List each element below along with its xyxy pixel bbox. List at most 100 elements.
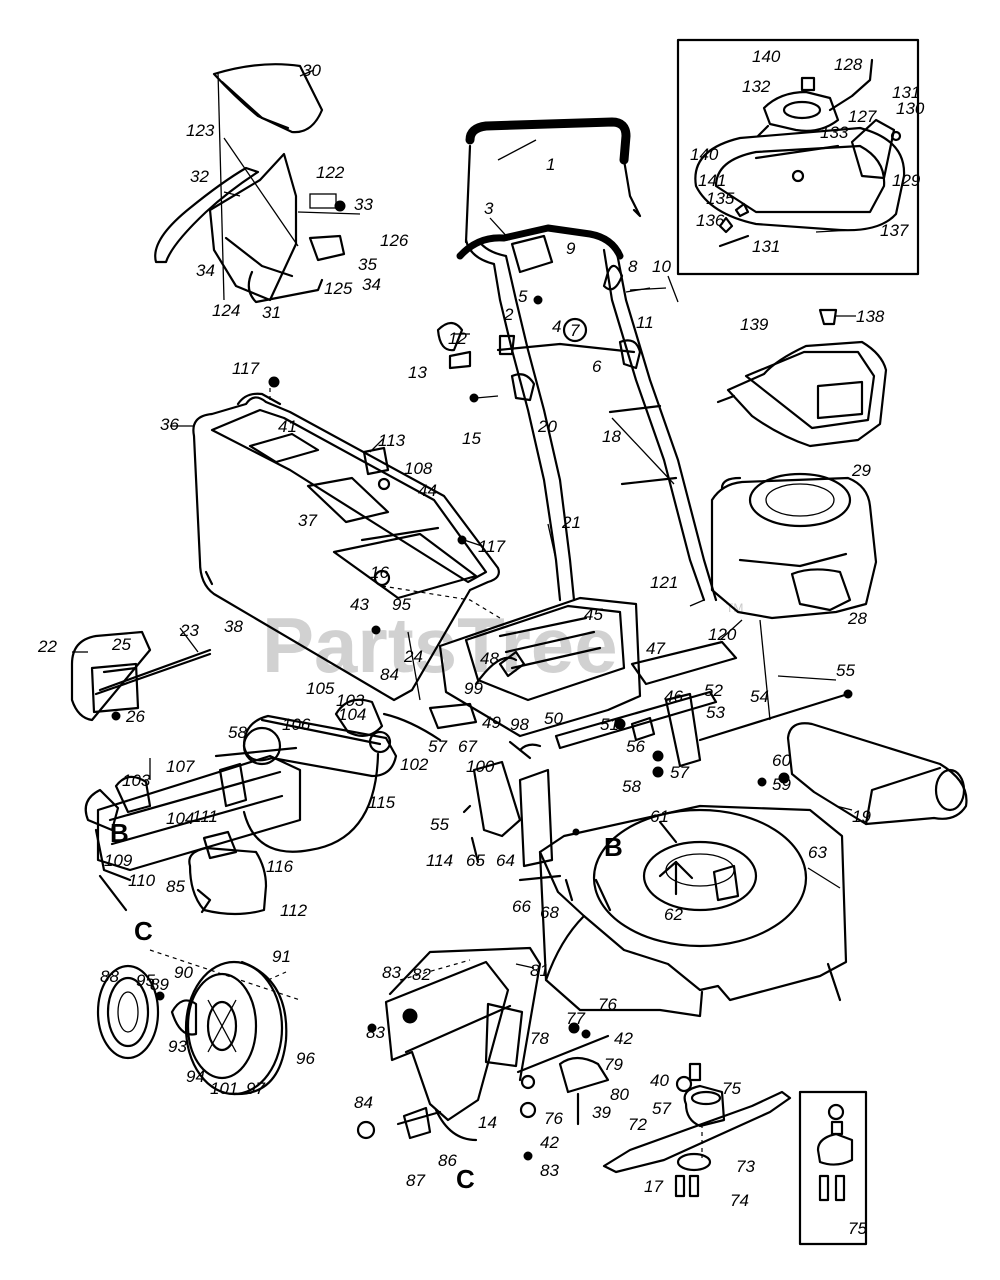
callout-110: 110 bbox=[128, 871, 156, 890]
callout-109: 109 bbox=[104, 851, 133, 870]
callout-43: 43 bbox=[350, 595, 369, 614]
callout-83b: 83 bbox=[366, 1023, 385, 1042]
callout-15: 15 bbox=[462, 429, 481, 448]
callout-46: 46 bbox=[664, 687, 683, 706]
callout-72: 72 bbox=[628, 1115, 647, 1134]
callout-82: 82 bbox=[412, 965, 431, 984]
callout-3: 3 bbox=[484, 199, 494, 218]
callout-116: 116 bbox=[266, 857, 294, 876]
callout-73: 73 bbox=[736, 1157, 755, 1176]
callout-139: 139 bbox=[740, 315, 769, 334]
callout-79: 79 bbox=[604, 1055, 623, 1074]
callout-42b: 42 bbox=[540, 1133, 559, 1152]
callout-140b: 140 bbox=[690, 145, 719, 164]
callout-29: 29 bbox=[851, 461, 871, 480]
callout-137: 137 bbox=[880, 221, 909, 240]
callout-62: 62 bbox=[664, 905, 683, 924]
discharge-chute-cover bbox=[212, 63, 324, 134]
callout-64: 64 bbox=[496, 851, 515, 870]
callout-49: 49 bbox=[482, 713, 501, 732]
callout-6: 6 bbox=[592, 357, 602, 376]
callout-74: 74 bbox=[730, 1191, 749, 1210]
rear-axle-assembly bbox=[242, 689, 853, 864]
callout-81: 81 bbox=[530, 961, 549, 980]
wheel-assembly bbox=[96, 949, 301, 1096]
callout-95: 95 bbox=[392, 595, 411, 614]
engine-brake-inset bbox=[676, 38, 920, 276]
callout-133: 133 bbox=[820, 123, 849, 142]
callout-113: 113 bbox=[378, 431, 406, 450]
callout-12: 12 bbox=[448, 329, 467, 348]
callout-14: 14 bbox=[478, 1113, 497, 1132]
callout-127: 127 bbox=[848, 107, 877, 126]
callout-57: 57 bbox=[428, 737, 447, 756]
callout-136: 136 bbox=[696, 211, 725, 230]
callout-63: 63 bbox=[808, 843, 827, 862]
callout-130: 130 bbox=[896, 99, 925, 118]
callout-19: 19 bbox=[852, 807, 871, 826]
callout-107: 107 bbox=[166, 757, 195, 776]
callout-112: 112 bbox=[280, 901, 308, 920]
callout-7: 7 bbox=[570, 321, 580, 340]
callout-31: 31 bbox=[262, 303, 281, 322]
callout-33: 33 bbox=[354, 195, 373, 214]
callout-39: 39 bbox=[592, 1103, 611, 1122]
callout-24: 24 bbox=[403, 647, 423, 666]
callout-21: 21 bbox=[561, 513, 581, 532]
callout-labels: 30 123 122 32 33 126 35 34 34 124 125 31… bbox=[37, 47, 925, 1238]
callout-45: 45 bbox=[584, 605, 603, 624]
callout-38: 38 bbox=[224, 617, 243, 636]
callout-55b: 55 bbox=[430, 815, 449, 834]
callout-108: 108 bbox=[404, 459, 433, 478]
mower-deck bbox=[518, 768, 848, 1018]
callout-68: 68 bbox=[540, 903, 559, 922]
ref-letter-c-axle: C bbox=[134, 916, 153, 946]
callout-4: 4 bbox=[552, 317, 561, 336]
callout-13: 13 bbox=[408, 363, 427, 382]
callout-135: 135 bbox=[706, 189, 735, 208]
callout-57b: 57 bbox=[670, 763, 689, 782]
callout-11: 11 bbox=[636, 313, 654, 332]
handle-assembly bbox=[436, 117, 718, 602]
blade-assembly bbox=[602, 1062, 792, 1198]
callout-87: 87 bbox=[406, 1171, 425, 1190]
callout-41: 41 bbox=[278, 417, 297, 436]
callout-93: 93 bbox=[168, 1037, 187, 1056]
callout-104: 104 bbox=[338, 705, 366, 724]
callout-106: 106 bbox=[282, 715, 311, 734]
callout-129: 129 bbox=[892, 171, 921, 190]
callout-23: 23 bbox=[179, 621, 199, 640]
callout-30: 30 bbox=[302, 61, 321, 80]
callout-138: 138 bbox=[856, 307, 885, 326]
callout-99: 99 bbox=[464, 679, 483, 698]
callout-103b: 103 bbox=[122, 771, 151, 790]
callout-26: 26 bbox=[125, 707, 145, 726]
rear-hood-assembly bbox=[438, 596, 738, 760]
callout-60: 60 bbox=[772, 751, 791, 770]
callout-17: 17 bbox=[644, 1177, 663, 1196]
callout-1: 1 bbox=[546, 155, 555, 174]
callout-50: 50 bbox=[544, 709, 563, 728]
callout-20: 20 bbox=[537, 417, 557, 436]
callout-95b: 95 bbox=[136, 971, 155, 990]
callout-32: 32 bbox=[190, 167, 209, 186]
callout-131: 131 bbox=[892, 83, 920, 102]
callout-89: 89 bbox=[150, 975, 169, 994]
callout-36: 36 bbox=[160, 415, 179, 434]
engine bbox=[710, 472, 878, 721]
callout-124: 124 bbox=[212, 301, 240, 320]
callout-126: 126 bbox=[380, 231, 409, 250]
callout-111: 111 bbox=[192, 807, 218, 826]
callout-37: 37 bbox=[298, 511, 317, 530]
callout-61: 61 bbox=[650, 807, 669, 826]
callout-84: 84 bbox=[380, 665, 399, 684]
callout-58: 58 bbox=[228, 723, 247, 742]
callout-76b: 76 bbox=[544, 1109, 563, 1128]
callout-96: 96 bbox=[296, 1049, 315, 1068]
callout-44: 44 bbox=[418, 481, 437, 500]
callout-90: 90 bbox=[174, 963, 193, 982]
callout-104b: 104 bbox=[166, 809, 194, 828]
callout-105: 105 bbox=[306, 679, 335, 698]
callout-123: 123 bbox=[186, 121, 215, 140]
